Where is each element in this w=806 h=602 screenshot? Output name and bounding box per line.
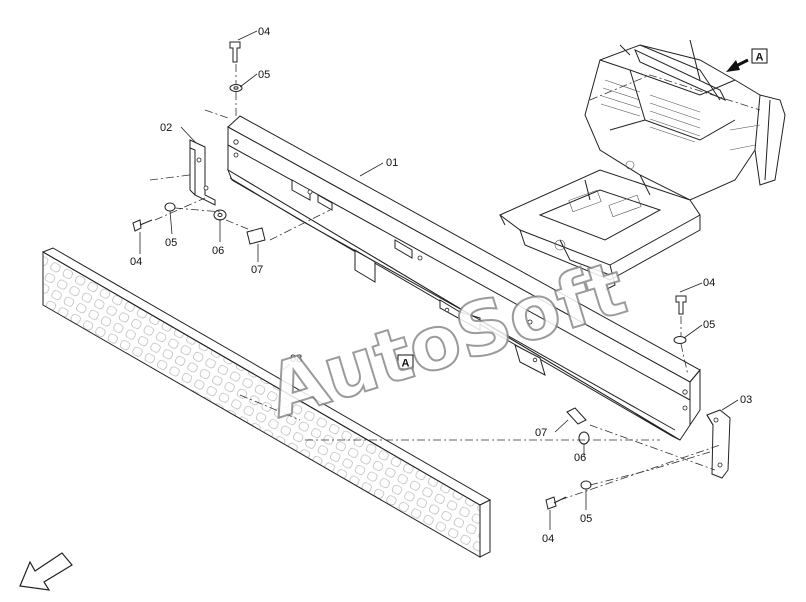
- washer-icon: [580, 480, 592, 490]
- part-labels: 04 05 02 01 04 05 06 07 04 05 03 07 06 0…: [130, 26, 752, 545]
- label-03: 03: [740, 394, 752, 406]
- view-marker-center: A: [397, 354, 414, 370]
- label-01: 01: [386, 157, 398, 169]
- label-05: 05: [165, 237, 177, 249]
- label-05: 05: [703, 319, 715, 331]
- label-05: 05: [580, 513, 592, 525]
- label-04: 04: [542, 533, 554, 545]
- svg-text:A: A: [402, 358, 410, 370]
- direction-arrow-icon: [19, 552, 73, 591]
- label-04: 04: [130, 256, 142, 268]
- part-02-bracket: [189, 139, 216, 206]
- label-07: 07: [535, 427, 547, 439]
- bolt-icon: [566, 407, 587, 425]
- label-02: 02: [160, 122, 172, 134]
- label-05: 05: [258, 69, 270, 81]
- bolt-icon: [545, 496, 557, 510]
- washer-icon: [673, 336, 687, 344]
- leader-lines: [139, 30, 739, 530]
- bolt-icon: [229, 41, 241, 63]
- part-03-bracket: [706, 409, 731, 479]
- machine-overview: A: [499, 39, 786, 291]
- view-marker-box-top: [751, 48, 768, 64]
- label-04: 04: [258, 26, 270, 38]
- part-01-beam: [226, 115, 701, 441]
- bolt-icon: [132, 219, 142, 232]
- view-arrow-icon: [726, 58, 749, 72]
- bolt-icon: [675, 295, 687, 315]
- washer-icon: [164, 202, 176, 212]
- part-08-reflector: [41, 247, 492, 558]
- label-06: 06: [574, 452, 586, 464]
- view-marker-top: A: [756, 52, 764, 64]
- label-06: 06: [212, 245, 224, 257]
- label-07: 07: [251, 264, 263, 276]
- label-08: 08: [290, 353, 302, 365]
- label-04: 04: [703, 277, 715, 289]
- bolt-icon: [246, 227, 266, 245]
- washer-icon: [578, 431, 590, 445]
- assembly-lines: [149, 64, 721, 501]
